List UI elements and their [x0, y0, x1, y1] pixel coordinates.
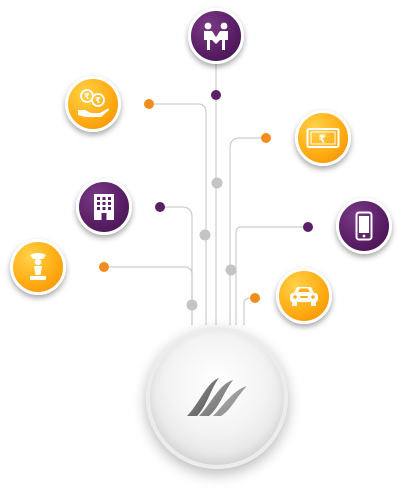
svg-text:₹: ₹ — [84, 92, 90, 101]
gold-pawn-icon — [30, 253, 46, 280]
building-node[interactable] — [76, 179, 132, 235]
coins-in-hand-icon: ₹ ₹ — [78, 89, 109, 117]
office-building-icon — [94, 194, 114, 220]
connector-car — [243, 297, 255, 325]
connector-mobile — [235, 226, 308, 325]
dot-mobile — [303, 222, 313, 232]
mobile-phone-icon — [355, 211, 373, 241]
junction-dot-1 — [211, 177, 223, 189]
dot-partnership — [211, 90, 221, 100]
junction-dot-4 — [186, 299, 198, 311]
mobile-node[interactable] — [336, 198, 392, 254]
junction-dot-3 — [225, 264, 237, 276]
dot-rupee — [261, 133, 271, 143]
coins-hand-node[interactable]: ₹ ₹ — [65, 76, 121, 132]
junction-dot-2 — [199, 229, 211, 241]
dot-building — [155, 202, 165, 212]
dot-gold — [99, 262, 109, 272]
svg-text:₹: ₹ — [95, 96, 101, 105]
partnership-node[interactable] — [188, 8, 244, 64]
rupee-banknote-icon: ₹ — [306, 128, 340, 148]
gold-node[interactable] — [10, 239, 66, 295]
dot-car — [250, 293, 260, 303]
dot-coins — [144, 99, 154, 109]
connector-coins — [149, 103, 207, 325]
central-hub[interactable] — [146, 327, 288, 469]
connector-building — [160, 206, 193, 325]
car-icon — [290, 287, 318, 306]
connector-rupee — [229, 137, 266, 325]
connector-gold — [104, 266, 193, 325]
handshake-people-icon — [204, 22, 228, 50]
svg-text:₹: ₹ — [319, 133, 327, 146]
brand-swoosh-logo-icon — [187, 378, 247, 416]
rupee-note-node[interactable]: ₹ — [295, 110, 351, 166]
car-node[interactable] — [276, 268, 332, 324]
